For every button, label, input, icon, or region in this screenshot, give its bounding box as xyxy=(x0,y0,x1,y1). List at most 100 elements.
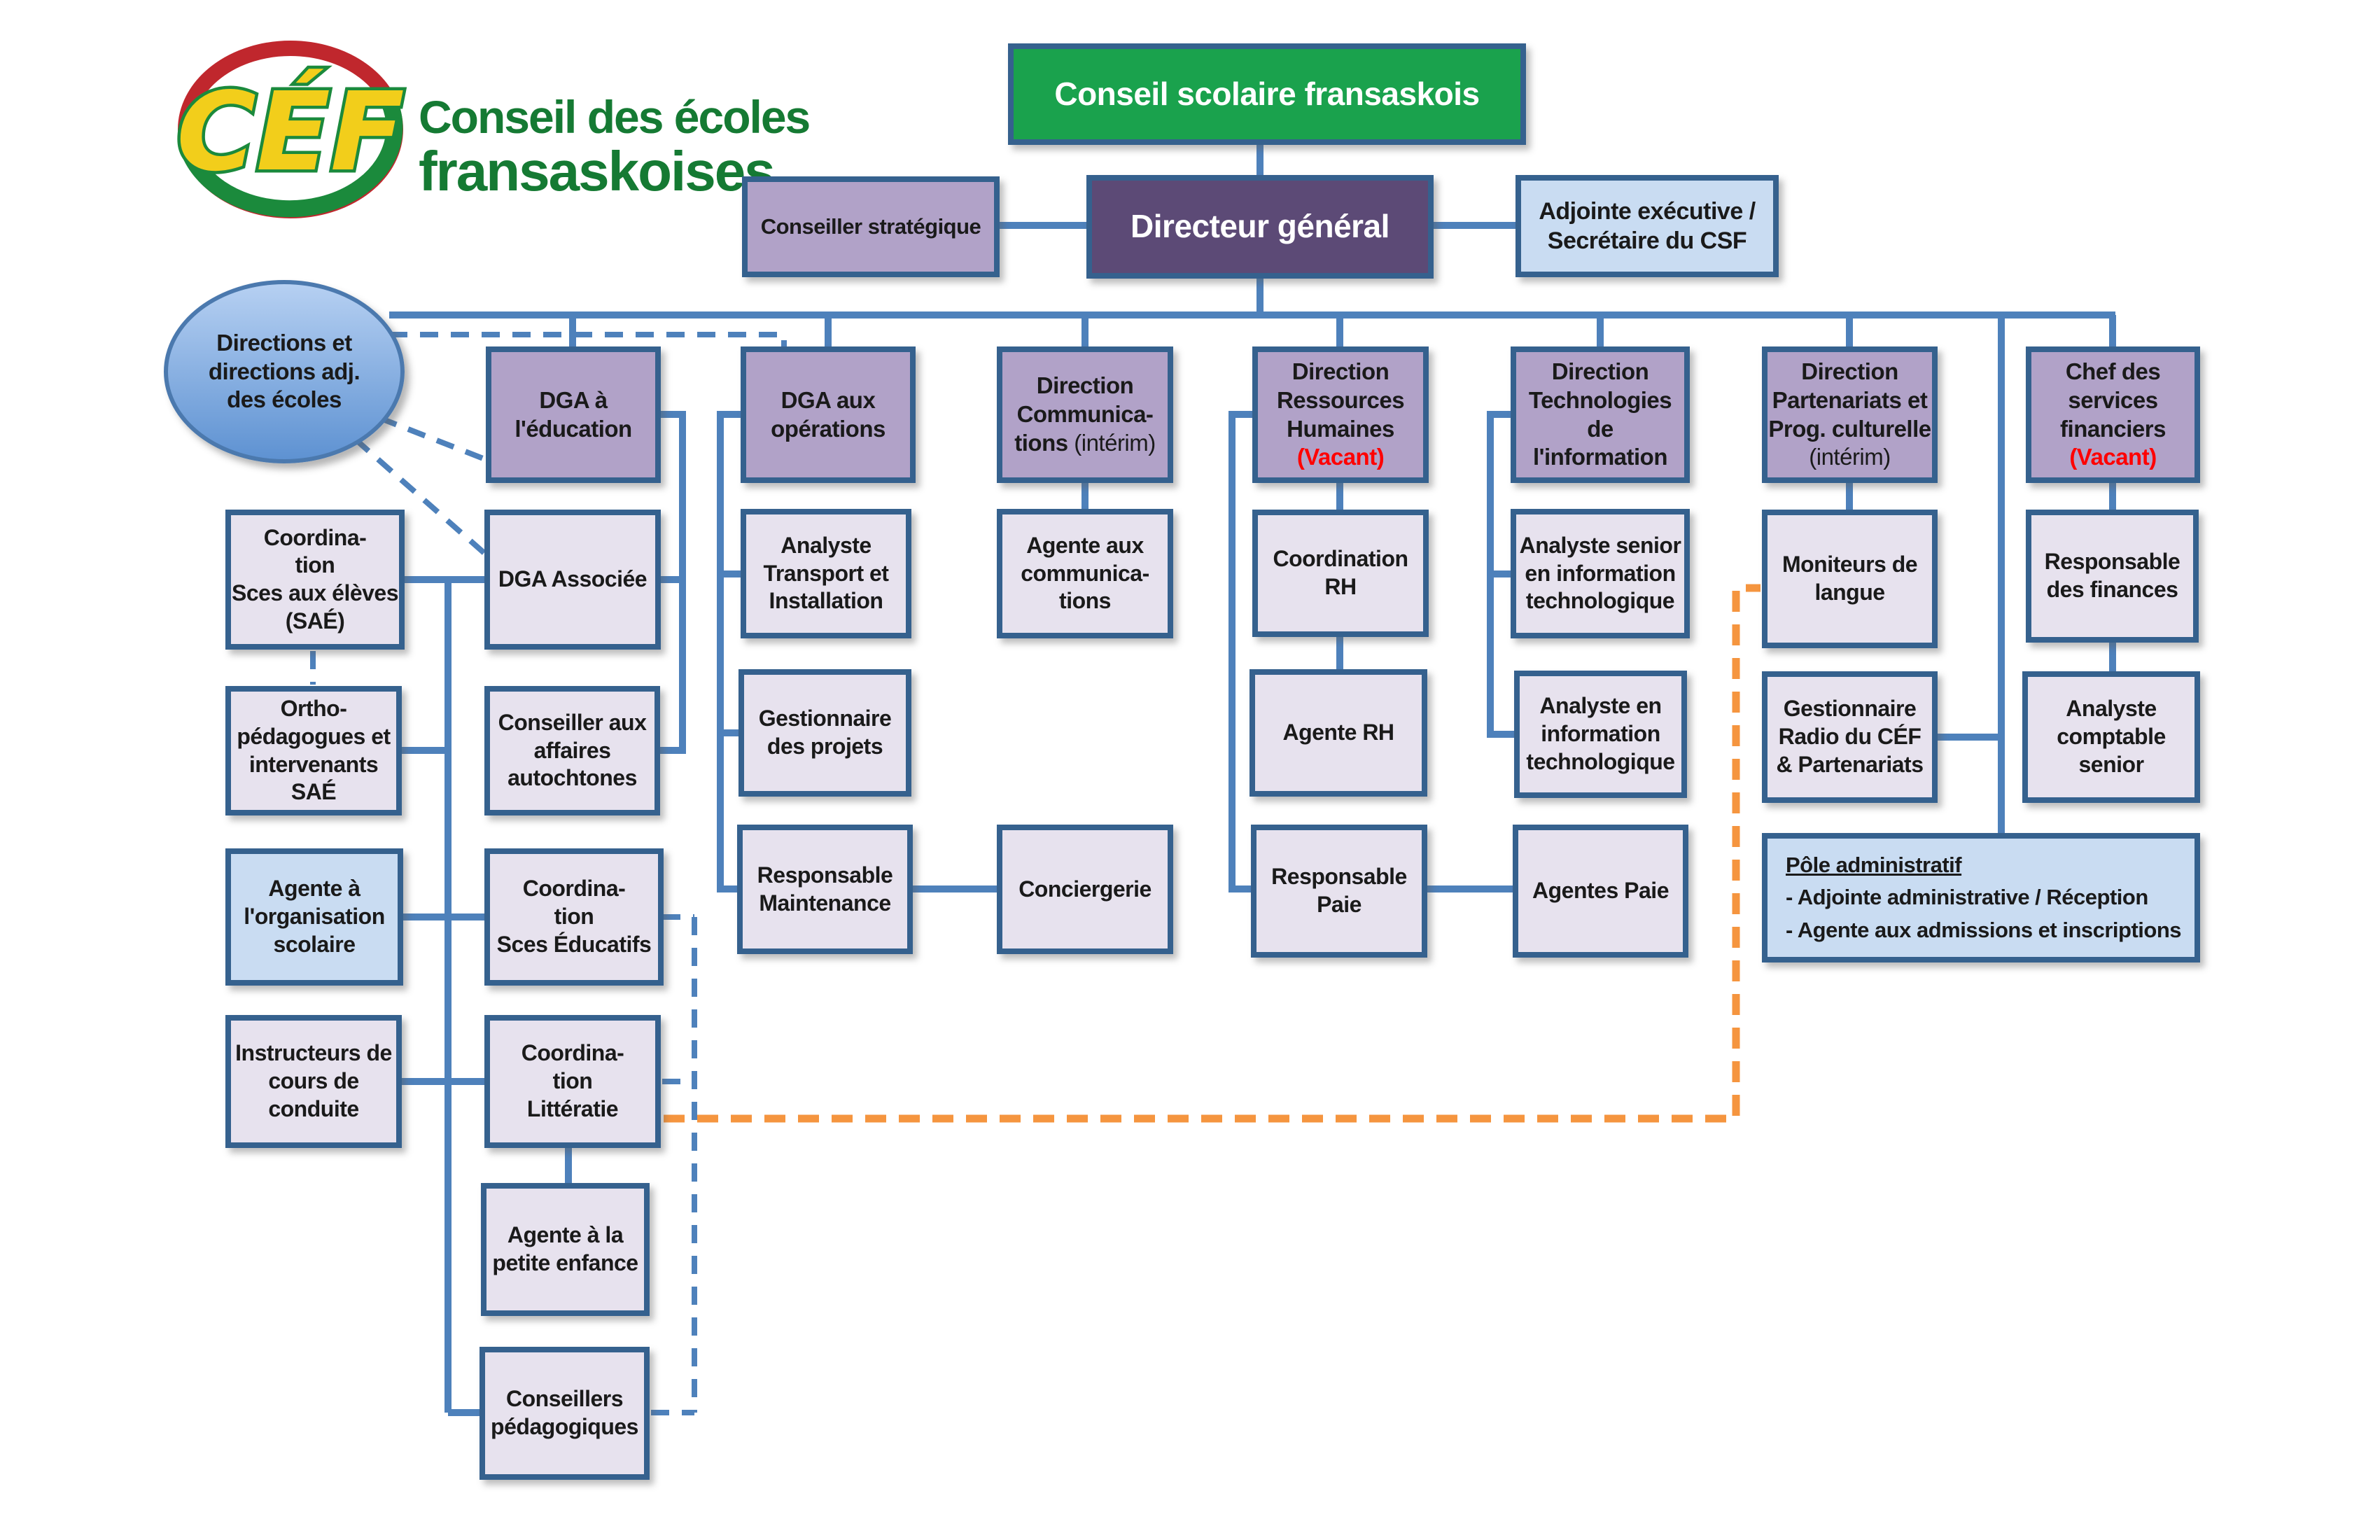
org-box-label-line: Maintenance xyxy=(759,890,891,916)
org-box-label-line: Ortho- xyxy=(280,696,347,722)
org-box-label-line: Agente à xyxy=(268,876,360,902)
org-box-label-line: (SAÉ) xyxy=(285,608,345,634)
org-box-label-line: Instructeurs de xyxy=(235,1040,392,1066)
org-box-label-line: Analyste senior xyxy=(1519,532,1681,558)
org-box-label-line: Radio du CÉF xyxy=(1778,724,1921,750)
org-box-label-line: scolaire xyxy=(273,931,356,957)
org-box-label-line: DGA Associée xyxy=(498,566,648,592)
org-box-label-line: Conseiller aux xyxy=(498,709,647,735)
org-box-label-line: affaires xyxy=(533,737,611,763)
org-box-label-line: en information xyxy=(1525,560,1676,586)
org-box-label-line: Agente RH xyxy=(1282,720,1394,746)
org-box-label-line: Conciergerie xyxy=(1018,876,1152,902)
org-box-label-line: l'éducation xyxy=(514,415,632,442)
cef-logo: CÉF Conseil des écoles fransaskoises xyxy=(174,41,811,218)
org-box-label-line: Directeur général xyxy=(1130,208,1390,245)
org-box-label-line: Analyste xyxy=(780,532,872,558)
org-box-label-line: conduite xyxy=(268,1096,359,1121)
org-box-label-line: - Agente aux admissions et inscriptions xyxy=(1786,917,2182,942)
org-box-conseil-scolaire: Conseil scolaire fransaskois xyxy=(1008,43,1526,145)
org-box-label-line: Responsable xyxy=(1271,864,1407,890)
org-box-agente-rh: Agente RH xyxy=(1250,669,1427,797)
org-box-label-line: pédagogiques xyxy=(491,1414,638,1439)
org-box-label-line: tion xyxy=(295,552,335,578)
org-box-label-line: SAÉ xyxy=(290,779,337,805)
org-box-conseiller-strategique: Conseiller stratégique xyxy=(742,176,1000,277)
org-box-label-line: Gestionnaire xyxy=(758,706,892,732)
org-box-label-line: Adjointe exécutive / xyxy=(1539,197,1756,225)
org-box-label-line: Analyste xyxy=(2066,696,2157,722)
org-box-label-line: Conseillers xyxy=(505,1386,624,1412)
org-box-label-line: senior xyxy=(2078,751,2144,777)
org-box-label-line: tions (intérim) xyxy=(1014,429,1156,456)
org-box-label-line: technologique xyxy=(1526,748,1675,774)
org-box-label-line: & Partenariats xyxy=(1776,751,1924,777)
org-box-label-line: Sces aux élèves xyxy=(231,580,399,606)
org-box-adjointe-executive: Adjointe exécutive /Secrétaire du CSF xyxy=(1516,175,1779,277)
org-box-label-line: des écoles xyxy=(227,386,342,413)
org-box-label-line: des projets xyxy=(766,734,883,759)
connector-dashed-orange xyxy=(664,584,1760,1123)
org-box-label-line: (intérim) xyxy=(1809,444,1891,470)
connector-solid xyxy=(717,411,741,892)
org-box-label-line: Responsable xyxy=(2044,549,2180,575)
org-box-label-line: Ressources xyxy=(1276,386,1405,413)
org-box-label-line: Humaines xyxy=(1287,415,1394,442)
org-box-label-line: directions adj. xyxy=(208,358,360,384)
org-box-label-line: intervenants xyxy=(248,751,379,777)
org-box-label-line: Coordina- xyxy=(521,1040,624,1066)
org-box-label-line: l'information xyxy=(1533,444,1668,470)
org-box-label-line: Communica- xyxy=(1016,401,1154,428)
org-box-label-line: Moniteurs de xyxy=(1782,552,1918,578)
org-box-label-line: communica- xyxy=(1021,560,1149,586)
connector-dashed-blue xyxy=(378,415,490,463)
org-box-pole-administratif: Pôle administratif- Adjointe administrat… xyxy=(1762,833,2200,962)
org-box-label-line: autochtones xyxy=(507,765,637,791)
org-box-label-line: financiers xyxy=(2060,415,2166,442)
org-box-label-line: de xyxy=(1587,415,1614,442)
org-box-label-line: Direction xyxy=(1036,372,1134,399)
org-box-conciergerie: Conciergerie xyxy=(997,825,1173,954)
org-box-label-line: Secrétaire du CSF xyxy=(1547,227,1747,254)
org-box-label-line: Coordina- xyxy=(522,876,626,902)
org-box-label-line: DGA aux xyxy=(780,386,876,413)
org-box-label-line: Analyste en xyxy=(1539,693,1662,719)
org-box-label-line: tions xyxy=(1059,588,1111,614)
org-box-label-line: Direction xyxy=(1551,358,1649,384)
org-box-label-line: Gestionnaire xyxy=(1783,696,1917,722)
org-box-label-line: Agente à la xyxy=(507,1222,624,1248)
org-box-label-line: information xyxy=(1541,721,1660,747)
org-box-label-line: Transport et xyxy=(763,560,889,586)
logo-wordmark-line1: Conseil des écoles xyxy=(419,91,809,143)
org-box-label-line: DGA à xyxy=(539,386,608,413)
org-box-label-line: Agentes Paie xyxy=(1532,878,1669,904)
org-box-label-line: Littératie xyxy=(526,1096,619,1121)
org-box-label-line: Installation xyxy=(769,588,883,614)
org-box-label-line: comptable xyxy=(2057,724,2166,750)
